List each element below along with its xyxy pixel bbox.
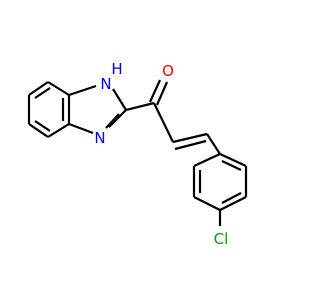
bond-carbonyl-double-2 [155,81,169,106]
bond-carbonyl-double-1 [148,79,162,103]
bond-imidazole-2 [112,88,127,111]
bond-alkene [172,132,208,144]
bond-imidazole-4 [68,122,94,135]
bond-aryl-inner-1 [221,160,242,171]
atom-label-oxygen: O [162,62,174,80]
bond-aryl-4 [193,196,221,211]
bond-imidazole-3 [108,109,127,128]
atom-label-nh-nitrogen: N [100,75,111,93]
atom-label-imine-nitrogen: N [94,129,105,147]
bond-ring-carbonyl [125,101,155,112]
bond-benzo-3 [28,123,49,138]
atom-labels: H N N O Cl [94,60,228,248]
bond-benzo-inner-1 [34,87,51,99]
bond-benzo-6 [47,81,70,96]
bond-aryl-3 [219,196,247,211]
bond-benzo-1 [28,81,49,96]
bonds [27,79,248,226]
bond-aryl-inner-2 [221,192,242,204]
bond-aryl-6 [193,153,221,167]
molecule-structure-diagram: H N N O Cl [27,60,248,248]
bond-benzo-inner-2 [34,120,51,132]
bond-imidazole-double [105,113,120,129]
atom-label-nh-hydrogen: H [111,60,122,78]
bond-vinyl-aryl [206,133,221,155]
bond-imidazole-1 [68,84,97,97]
bond-alkene-double [174,139,207,151]
atom-label-chlorine: Cl [214,230,229,248]
bond-aryl-1 [219,153,247,167]
bond-carbonyl-alpha [153,102,174,143]
bond-benzo-4 [47,123,70,138]
